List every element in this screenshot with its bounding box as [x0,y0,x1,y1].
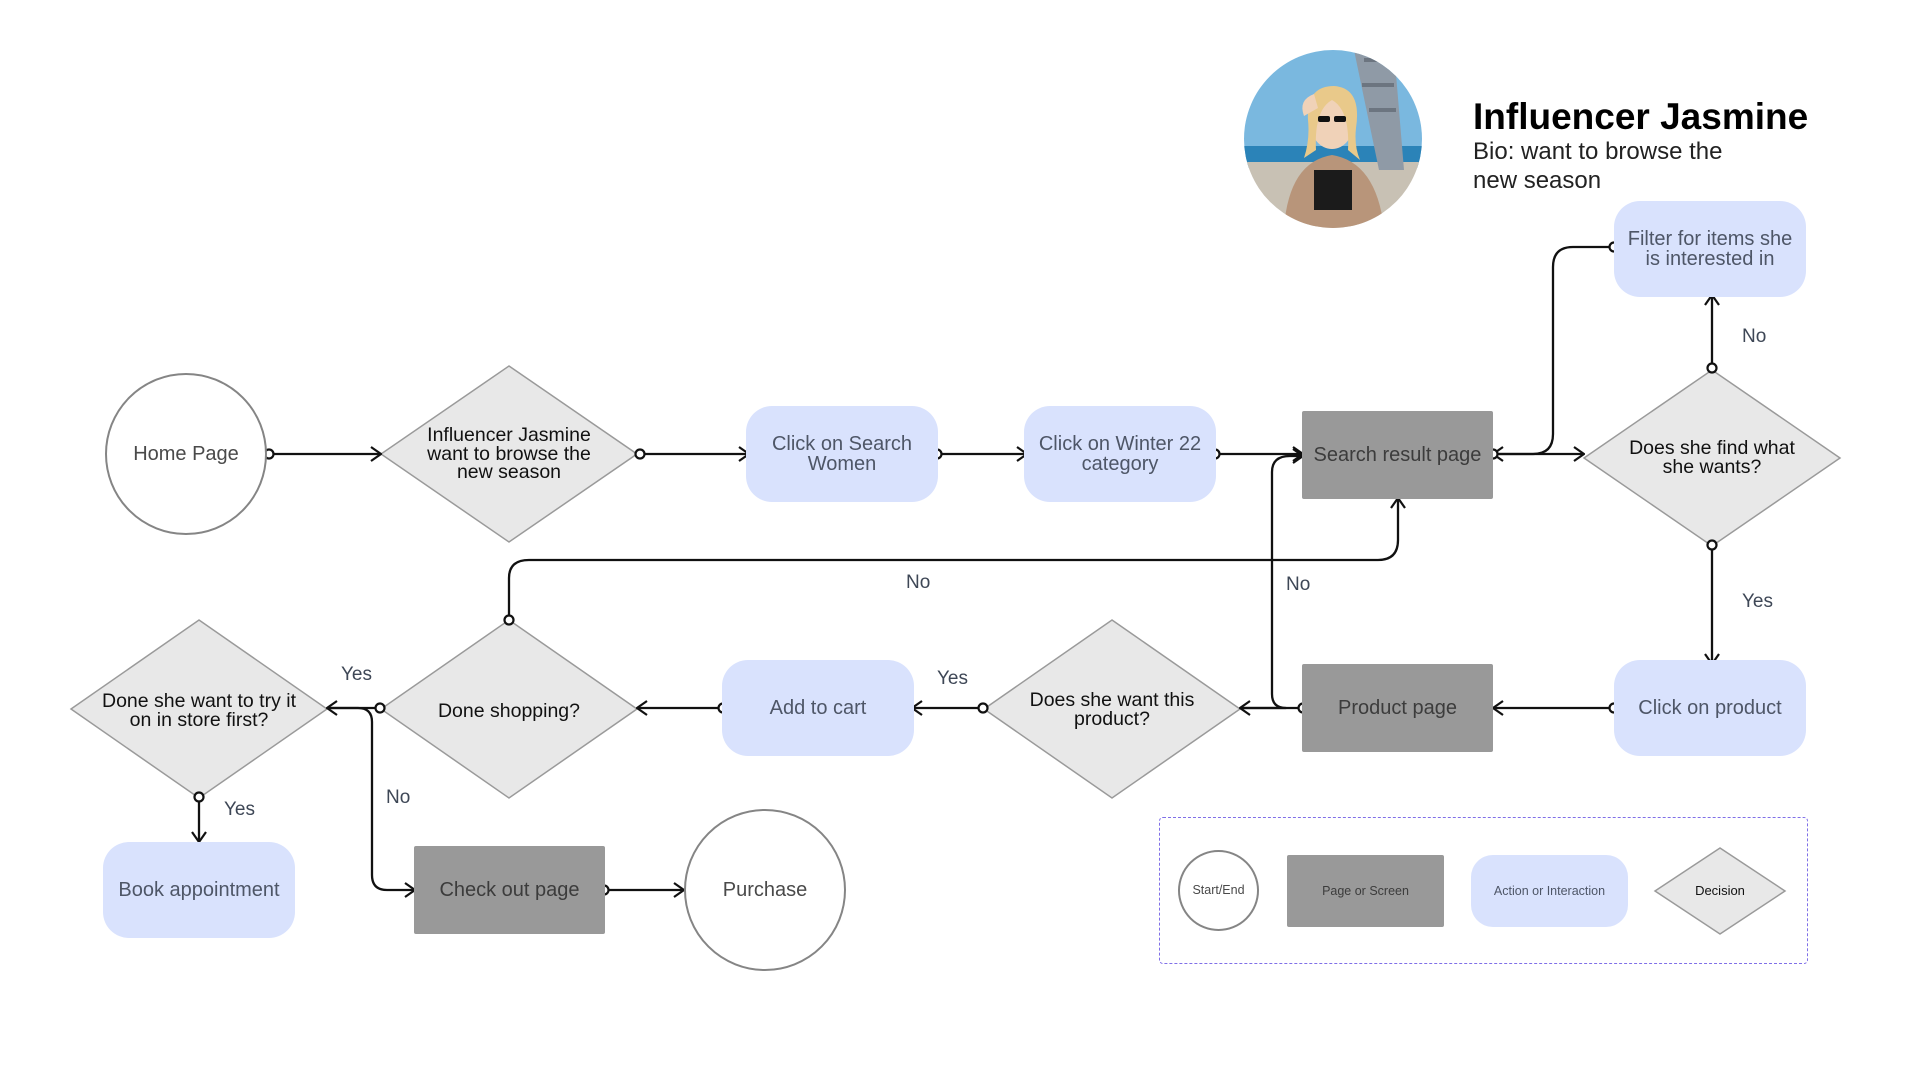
purchase-label: Purchase [722,879,808,901]
decision-want-product-label: Does she want this product? [1029,689,1195,730]
edge-want-no [1240,456,1303,710]
decision-browse-shape[interactable] [379,365,639,543]
persona-bio: Bio: want to browse the new season [1473,138,1723,194]
persona-avatar [1244,50,1422,228]
edge-label-want-no: No [1286,574,1311,595]
page-product[interactable]: Product page [1302,664,1493,752]
action-click-on-product[interactable]: Click on product [1614,660,1806,756]
page-search-results[interactable]: Search result page [1302,411,1493,499]
connector-dot [1706,362,1718,374]
edge-label-done-no: No [906,572,931,593]
action-book-appointment[interactable]: Book appointment [103,842,295,938]
page-checkout[interactable]: Check out page [414,846,605,934]
decision-done-shopping-shape[interactable] [379,619,639,799]
legend [1159,817,1808,964]
action-add-to-cart[interactable]: Add to cart [722,660,914,756]
action-click-search-women[interactable]: Click on Search Women [746,406,938,502]
edge-try-to-checkout [330,706,415,890]
edge-done-no [507,498,1398,620]
start-home-page[interactable]: Home Page [105,373,267,535]
decision-done-shopping-label: Done shopping? [437,699,581,722]
connector-dot [1706,539,1718,551]
legend-action: Action or Interaction [1471,855,1628,927]
connector-dot [193,791,205,803]
legend-decision-shape [1653,847,1787,935]
decision-want-product-shape[interactable] [982,619,1242,799]
legend-start-end-label: Start/End [1192,883,1245,898]
decision-try-store-label: Done she want to try it on in store firs… [101,690,296,731]
edge-label-try-yes: Yes [224,799,255,820]
edge-label-try-no: No [386,787,411,808]
edge-label-done-yes: Yes [341,664,372,685]
connector-dot [374,702,386,714]
persona-name: Influencer Jasmine [1473,96,1809,137]
edge-filter-to-results [1493,245,1614,454]
connector-dot [977,702,989,714]
action-filter-items[interactable]: Filter for items she is interested in [1614,201,1806,297]
decision-find-label: Does she find what she wants? [1629,437,1795,478]
legend-start-end: Start/End [1178,850,1259,931]
edge-label-want-yes: Yes [937,668,968,689]
edge-label-find-no: No [1742,326,1767,347]
end-purchase[interactable]: Purchase [684,809,846,971]
connector-dot [634,448,646,460]
edge-label-find-yes: Yes [1742,591,1773,612]
legend-decision-label: Decision [1695,882,1745,898]
legend-page-screen: Page or Screen [1287,855,1444,927]
decision-browse-label: Influencer Jasmine want to browse the ne… [427,424,591,484]
action-click-winter-category[interactable]: Click on Winter 22 category [1024,406,1216,502]
connector-dot [503,614,515,626]
home-page-label: Home Page [133,443,239,465]
